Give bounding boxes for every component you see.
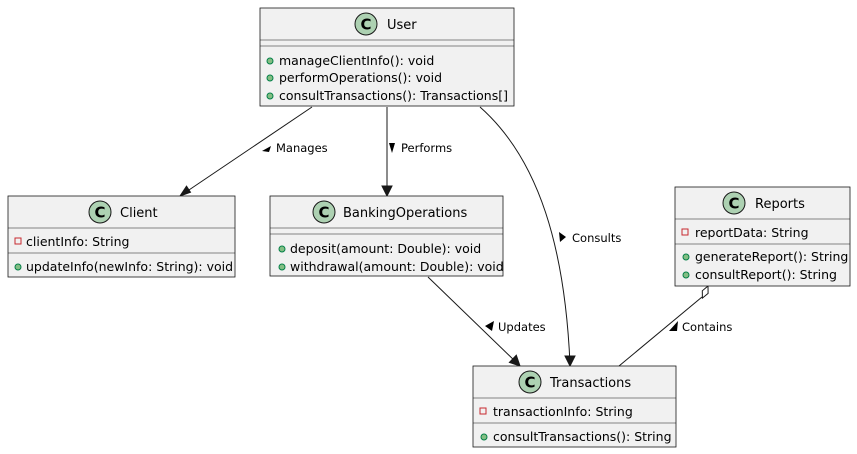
class-transactions-method: consultTransactions(): String xyxy=(493,429,672,444)
edge-updates xyxy=(427,276,519,365)
class-user[interactable]: C User manageClientInfo(): void performO… xyxy=(259,7,515,107)
class-transactions-field: transactionInfo: String xyxy=(493,404,633,419)
edge-contains-aggregation-diamond xyxy=(701,284,709,300)
public-visibility-icon xyxy=(682,253,690,261)
updates-direction-icon xyxy=(485,321,494,331)
class-client-box xyxy=(7,195,236,278)
edge-consults xyxy=(479,106,571,365)
public-visibility-icon xyxy=(266,92,274,100)
public-visibility-icon xyxy=(266,57,274,65)
edge-performs-arrowhead xyxy=(381,185,393,198)
label-performs: Performs xyxy=(401,141,452,155)
public-visibility-icon xyxy=(480,433,488,441)
class-reports-title: Reports xyxy=(755,197,805,212)
label-updates: Updates xyxy=(498,320,546,334)
class-bankingoperations-method: withdrawal(amount: Double): void xyxy=(290,259,504,274)
label-contains: Contains xyxy=(682,320,732,334)
class-transactions[interactable]: C Transactions transactionInfo: String c… xyxy=(472,365,677,448)
private-visibility-icon xyxy=(681,228,689,236)
edges xyxy=(178,106,709,368)
public-visibility-icon xyxy=(266,74,274,82)
class-icon xyxy=(518,370,542,394)
class-transactions-title: Transactions xyxy=(549,376,631,391)
class-user-title: User xyxy=(387,18,417,33)
class-icon xyxy=(722,191,746,215)
class-client-method: updateInfo(newInfo: String): void xyxy=(26,259,233,274)
class-icon-letter: C xyxy=(318,204,329,222)
class-reports[interactable]: C Reports reportData: String generateRep… xyxy=(674,186,851,287)
class-user-method: consultTransactions(): Transactions[] xyxy=(279,88,508,103)
class-client[interactable]: C Client clientInfo: String updateInfo(n… xyxy=(7,195,236,278)
class-icon xyxy=(312,200,336,224)
class-client-field: clientInfo: String xyxy=(26,234,129,249)
consults-direction-icon xyxy=(559,232,566,242)
class-bankingoperations-method: deposit(amount: Double): void xyxy=(290,241,481,256)
class-bankingoperations[interactable]: C BankingOperations deposit(amount: Doub… xyxy=(269,195,504,277)
class-user-method: manageClientInfo(): void xyxy=(279,53,434,68)
private-visibility-icon xyxy=(479,407,487,415)
class-reports-box xyxy=(674,186,851,287)
class-icon-letter: C xyxy=(360,16,371,34)
edge-updates-arrowhead xyxy=(508,354,521,367)
public-visibility-icon xyxy=(682,271,690,279)
class-bankingoperations-title: BankingOperations xyxy=(343,206,467,221)
public-visibility-icon xyxy=(278,263,286,271)
class-icon-letter: C xyxy=(524,374,535,392)
class-bankingoperations-box xyxy=(269,195,504,277)
class-icon xyxy=(88,200,112,224)
label-consults: Consults xyxy=(572,231,621,245)
edge-labels: Manages Performs Consults Updates Contai… xyxy=(262,141,732,334)
class-client-title: Client xyxy=(120,206,158,221)
public-visibility-icon xyxy=(278,245,286,253)
private-visibility-icon xyxy=(14,237,22,245)
edge-consults-arrowhead xyxy=(564,355,576,368)
class-user-box xyxy=(259,7,515,107)
manages-direction-icon xyxy=(262,146,271,152)
class-transactions-box xyxy=(472,365,677,448)
class-user-method: performOperations(): void xyxy=(279,70,442,85)
class-icon-letter: C xyxy=(728,195,739,213)
contains-direction-icon xyxy=(669,321,678,331)
label-manages: Manages xyxy=(276,141,328,155)
edge-manages xyxy=(182,106,313,195)
performs-direction-icon xyxy=(389,143,395,153)
class-reports-field: reportData: String xyxy=(695,225,809,240)
public-visibility-icon xyxy=(14,263,22,271)
class-reports-method: generateReport(): String xyxy=(695,249,848,264)
class-icon-letter: C xyxy=(94,204,105,222)
class-reports-method: consultReport(): String xyxy=(695,267,837,282)
edge-contains xyxy=(618,296,703,367)
class-icon xyxy=(354,12,378,36)
edge-manages-arrowhead xyxy=(178,185,192,197)
